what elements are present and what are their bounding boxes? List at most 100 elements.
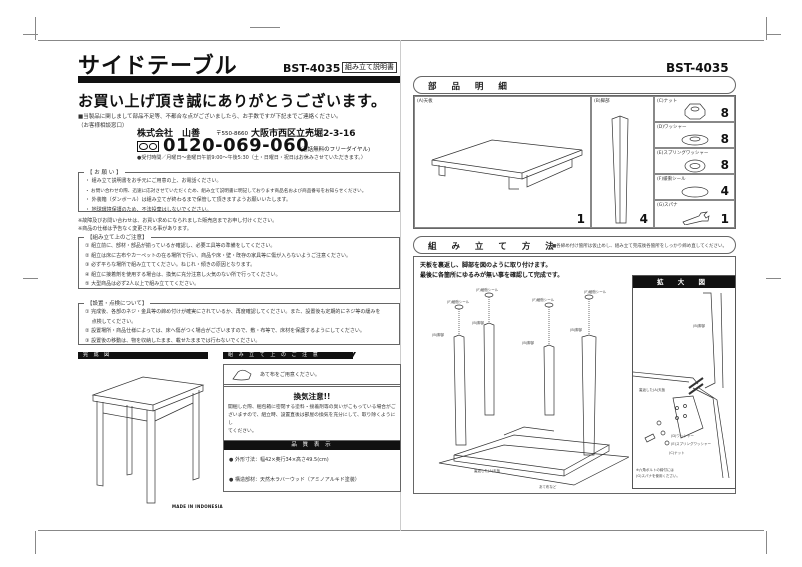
- part-qty: 8: [720, 132, 729, 146]
- label-leg: (B)脚部: [472, 321, 485, 325]
- installation-label: 【設置・点検について】: [84, 299, 151, 307]
- crop-mark: [766, 531, 767, 554]
- crop-mark: [35, 17, 36, 40]
- request-item: ・ お問い合わせの際、迅速に応対させていただくため、組み立て説明書に明記しており…: [85, 188, 367, 194]
- installation-box: ① 完成後、各部のネジ・金具等の締め付けが確実にされているか、再度確認してくださ…: [78, 303, 400, 345]
- sheet-border: [38, 40, 764, 531]
- ventilation-title: 換気注意!!: [293, 392, 331, 401]
- assembly-title-bar: 組 み 立 て 方 法 ■各締め付け箇所は仮止めし、組み立て完成後各箇所をしっか…: [413, 236, 736, 254]
- nut-icon: [684, 103, 706, 120]
- part-label: (C)ナット: [657, 99, 678, 104]
- part-label: (A)天板: [417, 99, 433, 104]
- part-qty: 8: [720, 106, 729, 120]
- completed-diagram-label: 完 成 図: [83, 352, 112, 358]
- manual-tag: 組み立て説明書: [342, 62, 397, 73]
- caution-item: ⑤ 大型商品は必ず2人以上で組み立ててください。: [85, 281, 200, 287]
- note-repair: ※故障及びお問い合わせは、お買い求めになられました販売店までお申し付けください。: [78, 218, 278, 224]
- assembly-cautions-label: 【組み立て上のご注意】: [84, 233, 151, 241]
- company-name: 株式会社 山善: [137, 129, 201, 139]
- contact-window-label: （お客様相談窓口）: [78, 123, 128, 129]
- crop-mark: [35, 531, 36, 554]
- stripes-decoration: [162, 352, 190, 359]
- spanner-icon: [682, 211, 710, 225]
- part-label: (D)ワッシャー: [657, 125, 687, 130]
- installation-item: ② 設置場所・商品仕様によっては、床へ傷がつく場合がございますので、敷・布等で、…: [85, 328, 365, 334]
- cushion-seal-icon: [681, 186, 709, 198]
- header-bar: [78, 76, 400, 83]
- ventilation-text: 開梱した際、梱包箱に密閉する塗料・接着剤等の臭いがこもっている場合がご ざいます…: [224, 402, 400, 438]
- quality-dimensions: ● 外形寸法：幅42×奥行34×高さ49.5(cm): [229, 457, 329, 463]
- requests-label: 【 お 願 い 】: [84, 168, 125, 176]
- label-top-reversed: 裏返した(A)天板: [474, 469, 501, 473]
- caution-item: ① 組立前に、部材・部品が揃っているか確認し、必要工具等の準備をしてください。: [85, 243, 276, 249]
- part-a: (A)天板 1: [414, 96, 591, 228]
- label-washer: (D)ワッシャー: [671, 434, 694, 438]
- right-model-number: BST-4035: [666, 61, 729, 75]
- crop-mark: [766, 34, 781, 35]
- assembly-instructions: 天板を裏返し、脚部を図のように取り付けます。 最後に各箇所にゆるみが無い事を確認…: [413, 256, 736, 494]
- part-d: (D)ワッシャー 8: [654, 122, 735, 148]
- phone-note: (通話無料のフリーダイヤル): [300, 147, 371, 153]
- part-qty: 4: [639, 212, 648, 226]
- glove-icon: [232, 369, 252, 380]
- part-f: (F)緩衝シール 4: [654, 174, 735, 200]
- label-leg: (B)脚部: [432, 333, 445, 337]
- assembly-cautions-box: ① 組立前に、部材・部品が揃っているか確認し、必要工具等の準備をしてください。 …: [78, 237, 400, 289]
- parts-title: 部 品 明 細: [428, 82, 513, 92]
- completed-table-illustration: [91, 376, 205, 504]
- crop-mark: [250, 27, 280, 28]
- zoom-illustration: [633, 292, 730, 479]
- instruction-step-1: 天板を裏返し、脚部を図のように取り付けます。: [420, 262, 552, 269]
- requests-box: ・ 組み立て説明書をお手元にご用意の上、お電話ください。 ・ お問い合わせの際、…: [78, 172, 400, 213]
- part-b: (B)脚部 4: [591, 96, 654, 228]
- glove-row: あて布をご用意ください。: [224, 365, 400, 387]
- crop-mark: [23, 34, 38, 35]
- installation-item: ① 完成後、各部のネジ・金具等の締め付けが確実にされているか、再度確認してくださ…: [85, 309, 381, 315]
- made-in-label: MADE IN INDONESIA: [172, 504, 223, 509]
- part-label: (B)脚部: [594, 99, 610, 104]
- zoom-view: 拡 大 図 (B)脚部 裏返した(A)天板 (D)ワッシャー (E)スプリングワ…: [632, 275, 736, 489]
- product-title: サイドテーブル: [78, 54, 238, 79]
- thanks-heading: お買い上げ頂き誠にありがとうございます。: [78, 92, 387, 110]
- leg-illustration: [611, 115, 629, 224]
- ventilation-line: てください。: [228, 429, 257, 434]
- assembly-title: 組 み 立 て 方 法: [428, 242, 560, 252]
- part-e: (E)スプリングワッシャー 8: [654, 148, 735, 174]
- label-top-zoom: 裏返した(A)天板: [639, 388, 666, 392]
- quality-material: ● 構造部材：天然木ラバーウッド（アミノアルキド塗装）: [229, 477, 360, 483]
- phone-number[interactable]: 0120-069-060: [163, 135, 310, 156]
- crop-mark: [766, 278, 781, 279]
- assembly-notes-label: 組 み 立 て 上 の ご 注 意: [228, 352, 320, 358]
- part-label: (E)スプリングワッシャー: [657, 151, 709, 156]
- label-leg-zoom: (B)脚部: [693, 324, 706, 328]
- part-qty: 4: [720, 184, 729, 198]
- request-item: ・ 地球環境保護のため、不法投棄はしないでください。: [85, 206, 212, 213]
- note-spec: ※商品の仕様は予告なく変更される事があります。: [78, 226, 192, 232]
- spanner-note: ※六角ボルトの締付には: [636, 468, 674, 472]
- caution-item: ② 組立は床に古布やカーペットの在る場所で行い、商品や床・壁・既存の家具等に傷が…: [85, 252, 351, 259]
- part-qty: 1: [576, 212, 585, 226]
- assembly-notes-bar: 組 み 立 て 上 の ご 注 意: [223, 352, 353, 359]
- parts-title-bar: 部 品 明 細: [413, 76, 736, 94]
- assembly-illustration: [438, 292, 629, 486]
- ventilation-line: ざいますので、組立時、設置直後は部屋の換気を充分にして、取り除くようにし: [228, 413, 396, 426]
- part-qty: 8: [720, 158, 729, 172]
- part-c: (C)ナット 8: [654, 96, 735, 122]
- label-seal: (F)緩衝シール: [532, 298, 555, 302]
- caution-item: ④ 組立に接着剤を使用する場合は、換気に充分注意し火気のない所で行ってください。: [85, 271, 281, 278]
- crop-mark: [23, 278, 38, 279]
- label-spring-washer: (E)スプリングワッシャー: [671, 442, 711, 446]
- assembly-notes-box: あて布をご用意ください。 換気注意!! 開梱した際、梱包箱に密閉する塗料・接着剤…: [223, 364, 401, 492]
- washer-icon: [681, 134, 709, 146]
- contact-notice: ■当製品に関しまして部品不足等、不都合な点がございましたら、お手数ですが下記まで…: [78, 113, 342, 131]
- stripes-decoration: [329, 352, 357, 359]
- zoom-title: 拡 大 図: [633, 276, 735, 288]
- label-seal: (F)緩衝シール: [476, 288, 499, 292]
- instruction-step-2: 最後に各箇所にゆるみが無い事を確認して完成です。: [420, 272, 564, 279]
- model-number: BST-4035: [283, 62, 341, 75]
- label-cloth: あて布など: [539, 485, 557, 489]
- request-item: ・ 組み立て説明書をお手元にご用意の上、お電話ください。: [85, 178, 222, 184]
- installation-item: 点検してください。: [85, 318, 137, 325]
- business-hours: ●受付時間／月曜日～金曜日午前9:00～午後5:30（土・日曜日・祝日はお休みさ…: [137, 155, 366, 161]
- part-label: (F)緩衝シール: [657, 177, 686, 182]
